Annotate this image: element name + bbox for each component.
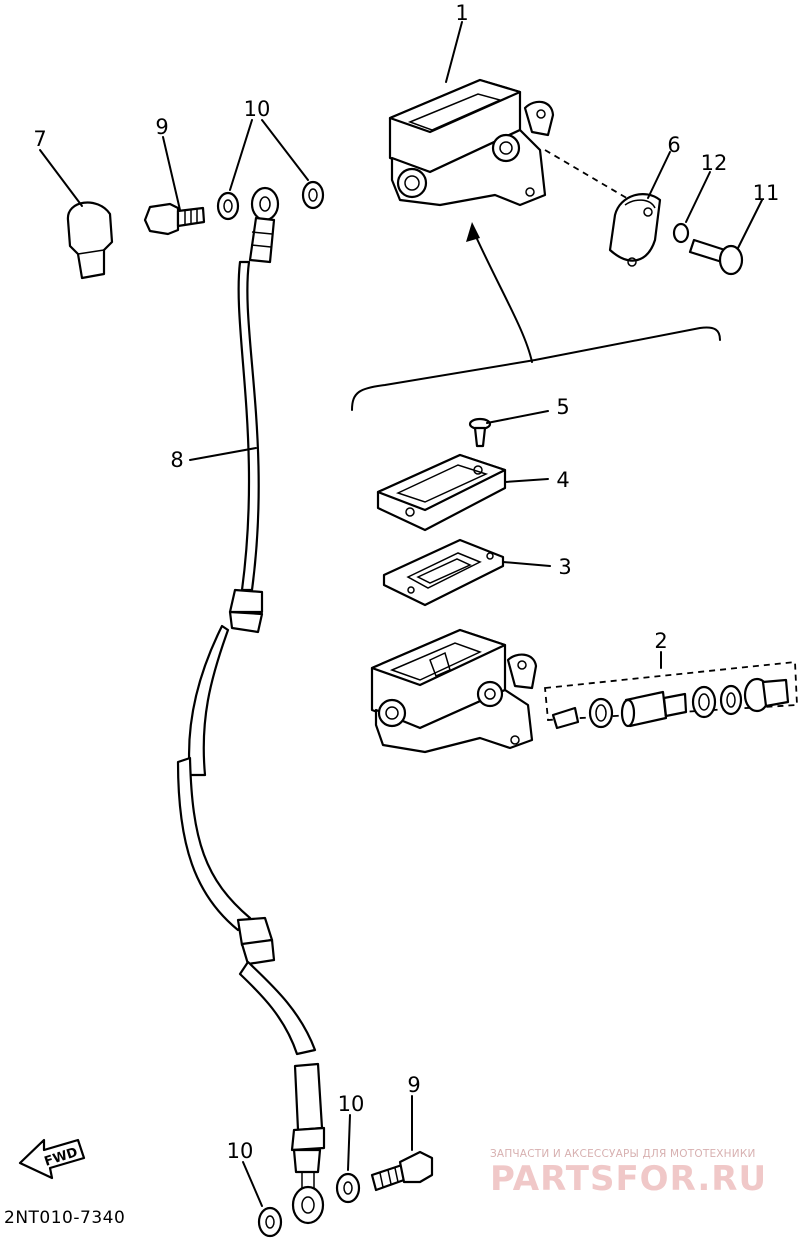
- union-bolt-top: [143, 202, 206, 236]
- brake-hose: [176, 186, 326, 1225]
- callout-10-middle: 10: [338, 1092, 365, 1116]
- clamp-dash-line: [544, 149, 631, 201]
- piston-kit: [544, 651, 798, 730]
- callout-6: 6: [667, 133, 680, 157]
- leader-lines: [39, 21, 763, 1207]
- master-cylinder-assembly: [388, 78, 555, 207]
- callout-8: 8: [170, 448, 183, 472]
- washer-10-bottom-right: [335, 1172, 361, 1204]
- union-cap: [66, 201, 114, 280]
- callout-10-bottom: 10: [227, 1139, 254, 1163]
- callout-9-bottom: 9: [407, 1073, 420, 1097]
- diaphragm: [382, 538, 505, 607]
- union-bolt-bottom: [370, 1150, 434, 1192]
- holder-clamp: [608, 193, 662, 267]
- exploded-bracket: [351, 326, 721, 411]
- watermark: ЗАПЧАСТИ И АКСЕССУАРЫ ДЛЯ МОТОТЕХНИКИ PA…: [490, 1148, 767, 1199]
- master-cylinder-body: [370, 628, 538, 754]
- cap-screw: [468, 417, 492, 448]
- callout-2: 2: [654, 629, 667, 653]
- washer-10-top-left: [216, 191, 240, 221]
- reservoir-cap: [376, 453, 507, 532]
- callout-7: 7: [33, 127, 46, 151]
- callout-9-top: 9: [155, 115, 168, 139]
- watermark-tagline: ЗАПЧАСТИ И АКСЕССУАРЫ ДЛЯ МОТОТЕХНИКИ: [490, 1148, 756, 1160]
- callout-12: 12: [701, 151, 728, 175]
- callout-10-top: 10: [244, 97, 271, 121]
- washer-10-bottom-left: [257, 1206, 283, 1238]
- callout-3: 3: [558, 555, 571, 579]
- washer-10-top-right: [301, 180, 325, 210]
- watermark-site-logo: PARTSFOR.RU: [490, 1159, 767, 1199]
- washer-12: [672, 222, 690, 244]
- callout-numbers: 1 2 3 4 5 6 7 8 9 9 10 10 10 11 12: [33, 1, 779, 1163]
- callout-1: 1: [455, 1, 468, 25]
- clamp-bolt: [688, 238, 744, 276]
- drawing-code: 2NT010-7340: [4, 1208, 125, 1228]
- fwd-arrow-icon: FWD: [18, 1138, 86, 1180]
- callout-11: 11: [753, 181, 780, 205]
- assembly-arrow-line: [471, 227, 533, 363]
- callout-4: 4: [556, 468, 569, 492]
- assembly-arrow-head: [466, 222, 480, 242]
- callout-5: 5: [556, 395, 569, 419]
